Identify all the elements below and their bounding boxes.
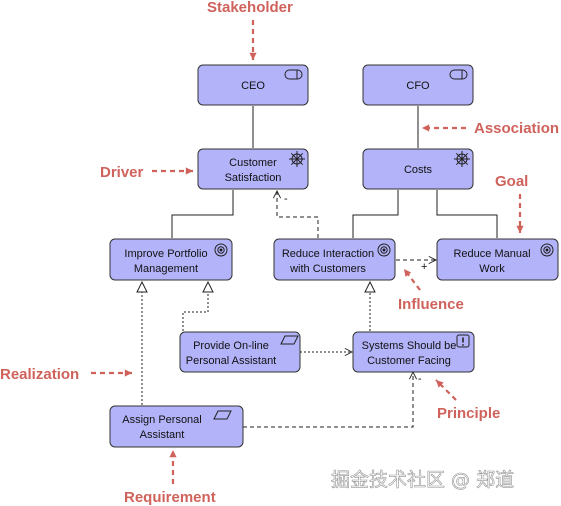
target-icon bbox=[377, 243, 391, 257]
influence-assign-to-systems bbox=[243, 372, 413, 428]
triangle-head-icon bbox=[202, 280, 214, 293]
driver-customer-satisfaction[interactable]: Customer Satisfaction bbox=[197, 148, 309, 190]
triangle-head-icon bbox=[136, 280, 148, 293]
node-label: Costs bbox=[404, 164, 433, 176]
node-label-line2: Work bbox=[479, 263, 505, 275]
connectors bbox=[141, 106, 498, 428]
callout-principle: Principle bbox=[437, 405, 500, 422]
influence-sign-plus: + bbox=[421, 261, 427, 273]
parallelogram-icon bbox=[280, 335, 299, 345]
requirement-assign-assistant[interactable]: Assign Personal Assistant bbox=[109, 405, 244, 448]
node-label-line2: Assistant bbox=[140, 429, 185, 441]
requirement-provide-online[interactable]: Provide On-line Personal Assistant bbox=[179, 331, 301, 373]
watermark: 掘金技术社区 @ 郑道 bbox=[331, 469, 514, 491]
node-label-line1: Systems Should be bbox=[362, 340, 457, 352]
node-label-line2: with Customers bbox=[289, 263, 366, 275]
ship-wheel-icon bbox=[289, 151, 305, 167]
triangle-head-icon bbox=[364, 280, 376, 293]
association-costs-reduce-interaction bbox=[352, 190, 399, 238]
goal-reduce-manual-work[interactable]: Reduce Manual Work bbox=[436, 238, 559, 281]
goal-improve-portfolio[interactable]: Improve Portfolio Management bbox=[109, 238, 233, 281]
callout-arrow bbox=[403, 268, 421, 291]
callout-arrow bbox=[435, 379, 457, 401]
node-label-line1: Reduce Interaction bbox=[282, 248, 374, 260]
callout-goal: Goal bbox=[495, 173, 528, 190]
exclamation-icon bbox=[456, 334, 470, 348]
node-label-line1: Reduce Manual bbox=[453, 248, 530, 260]
node-label-line1: Assign Personal bbox=[122, 414, 202, 426]
influence-sign-minus-bottom: - bbox=[418, 373, 422, 385]
target-icon bbox=[540, 243, 554, 257]
node-label-line1: Improve Portfolio bbox=[124, 248, 207, 260]
realization-provide-to-improve bbox=[182, 283, 209, 331]
stakeholder-cfo[interactable]: CFO bbox=[362, 64, 474, 106]
cylinder-icon bbox=[284, 69, 303, 80]
cylinder-icon bbox=[449, 69, 468, 80]
node-label-line1: Customer bbox=[229, 157, 277, 169]
goal-reduce-interaction[interactable]: Reduce Interaction with Customers bbox=[273, 238, 396, 281]
principle-systems-customer-facing[interactable]: Systems Should be Customer Facing bbox=[352, 331, 475, 373]
stakeholder-ceo[interactable]: CEO bbox=[197, 64, 309, 106]
association-costs-reduce-manual bbox=[436, 190, 498, 238]
node-label-line2: Personal Assistant bbox=[186, 355, 277, 367]
node-label-line1: Provide On-line bbox=[193, 340, 269, 352]
node-label-line2: Satisfaction bbox=[225, 172, 282, 184]
influence-sign-minus-top: - bbox=[284, 193, 288, 205]
node-label-line2: Customer Facing bbox=[367, 355, 451, 367]
callout-driver: Driver bbox=[100, 164, 144, 181]
association-satisfaction-improve bbox=[171, 190, 234, 238]
callout-influence: Influence bbox=[398, 296, 464, 313]
node-label-line2: Management bbox=[134, 263, 198, 275]
driver-costs[interactable]: Costs bbox=[362, 148, 474, 190]
realization-heads bbox=[136, 280, 376, 293]
callout-requirement: Requirement bbox=[124, 489, 216, 506]
node-label: CEO bbox=[241, 80, 265, 92]
callout-association: Association bbox=[474, 120, 559, 137]
influence-reduce-interaction-to-satisfaction bbox=[277, 191, 319, 238]
callout-realization: Realization bbox=[0, 366, 79, 383]
callout-stakeholder: Stakeholder bbox=[207, 0, 293, 16]
node-label: CFO bbox=[406, 80, 430, 92]
parallelogram-icon bbox=[213, 410, 232, 420]
target-icon bbox=[214, 243, 228, 257]
ship-wheel-icon bbox=[454, 151, 470, 167]
